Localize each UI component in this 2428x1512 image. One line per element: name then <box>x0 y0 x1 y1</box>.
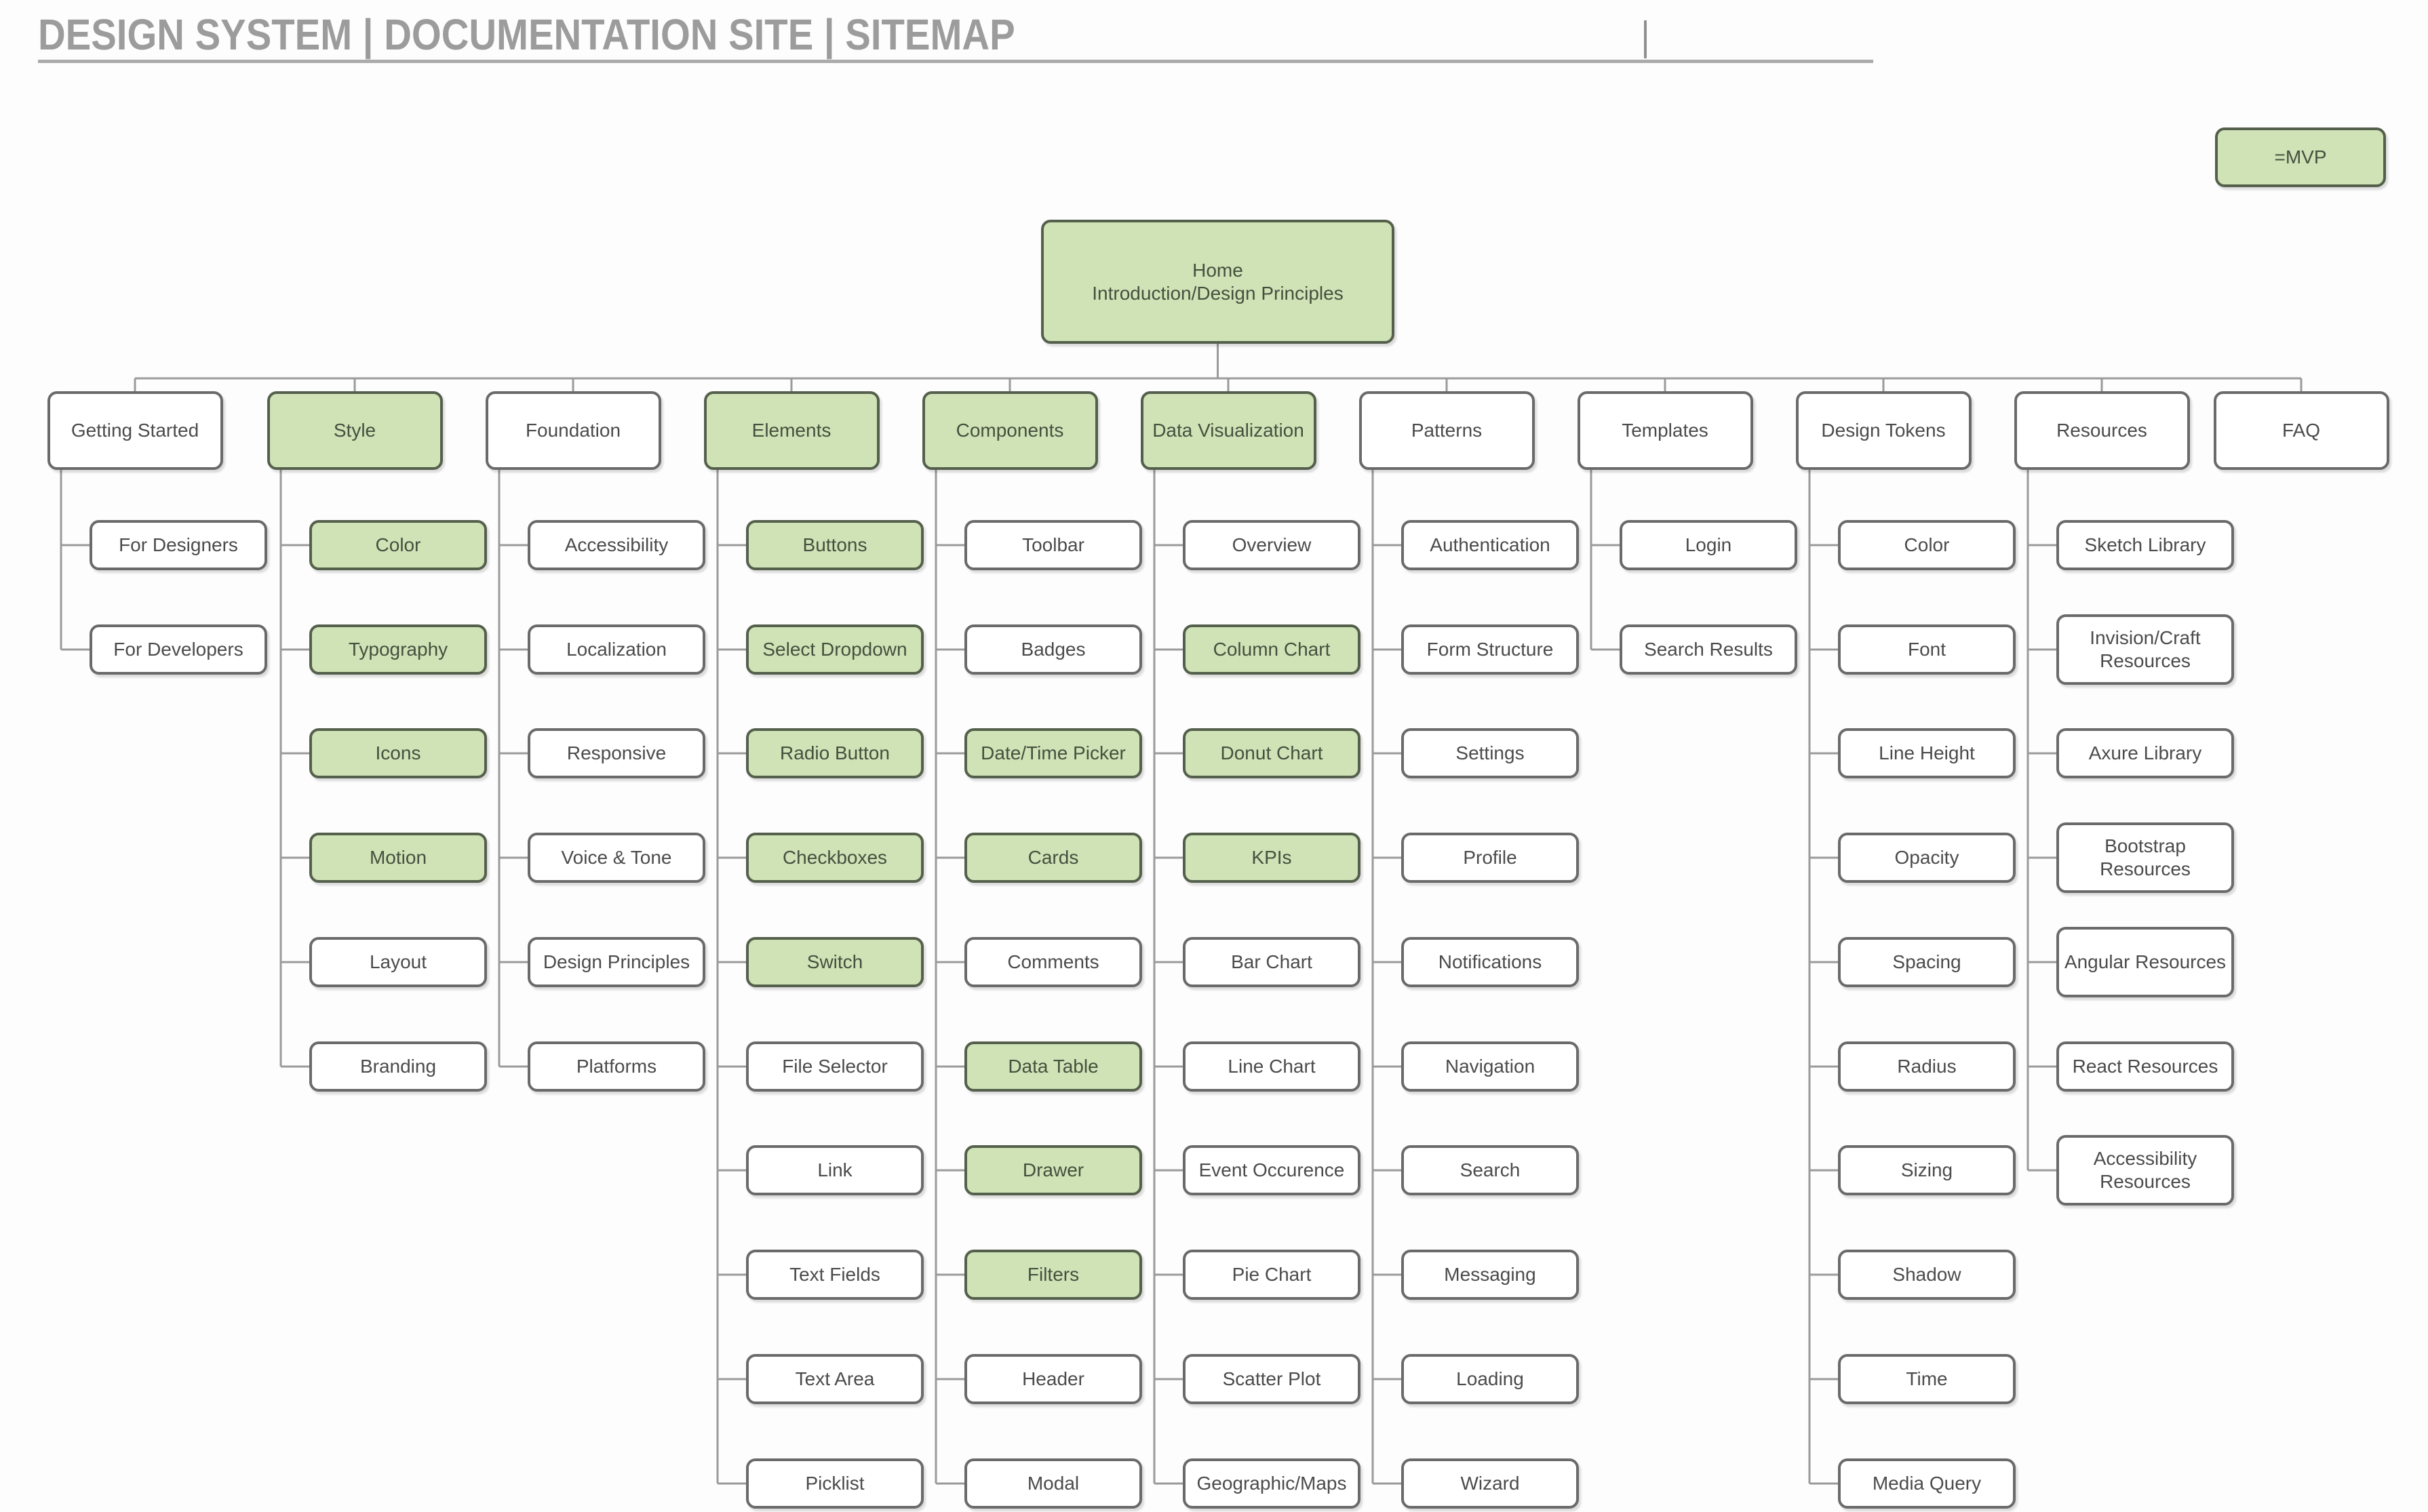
node-line-height[interactable]: Line Height <box>1838 728 2016 778</box>
node-radius[interactable]: Radius <box>1838 1041 2016 1092</box>
node-picklist[interactable]: Picklist <box>746 1458 924 1509</box>
node-sketch-library[interactable]: Sketch Library <box>2056 520 2234 570</box>
node-for-designers[interactable]: For Designers <box>90 520 267 570</box>
node-switch[interactable]: Switch <box>746 937 924 987</box>
node-layout[interactable]: Layout <box>309 937 487 987</box>
node-checkboxes[interactable]: Checkboxes <box>746 833 924 883</box>
node-form-structure[interactable]: Form Structure <box>1401 624 1579 675</box>
node-drawer[interactable]: Drawer <box>964 1145 1142 1195</box>
node-column-chart[interactable]: Column Chart <box>1183 624 1360 675</box>
node-opacity[interactable]: Opacity <box>1838 833 2016 883</box>
legend-mvp-key[interactable]: =MVP <box>2215 127 2386 187</box>
node-wizard[interactable]: Wizard <box>1401 1458 1579 1509</box>
node-search-results[interactable]: Search Results <box>1620 624 1797 675</box>
node-line-chart[interactable]: Line Chart <box>1183 1041 1360 1092</box>
text-cursor-artifact <box>1644 20 1647 58</box>
node-navigation[interactable]: Navigation <box>1401 1041 1579 1092</box>
node-angular-resources[interactable]: Angular Resources <box>2056 927 2234 997</box>
node-badges[interactable]: Badges <box>964 624 1142 675</box>
node-getting-started[interactable]: Getting Started <box>47 391 223 470</box>
node-donut-chart[interactable]: Donut Chart <box>1183 728 1360 778</box>
node-components[interactable]: Components <box>922 391 1098 470</box>
node-media-query[interactable]: Media Query <box>1838 1458 2016 1509</box>
node-localization[interactable]: Localization <box>528 624 705 675</box>
node-color[interactable]: Color <box>309 520 487 570</box>
title-underline <box>38 60 1873 63</box>
node-kpis[interactable]: KPIs <box>1183 833 1360 883</box>
node-bar-chart[interactable]: Bar Chart <box>1183 937 1360 987</box>
node-label-line: Introduction/Design Principles <box>1092 282 1344 304</box>
node-elements[interactable]: Elements <box>703 391 880 470</box>
node-messaging[interactable]: Messaging <box>1401 1250 1579 1300</box>
node-for-developers[interactable]: For Developers <box>90 624 267 675</box>
node-motion[interactable]: Motion <box>309 833 487 883</box>
node-text-area[interactable]: Text Area <box>746 1354 924 1404</box>
node-text-fields[interactable]: Text Fields <box>746 1250 924 1300</box>
node-profile[interactable]: Profile <box>1401 833 1579 883</box>
node-platforms[interactable]: Platforms <box>528 1041 705 1092</box>
node-resources[interactable]: Resources <box>2014 391 2190 470</box>
node-link[interactable]: Link <box>746 1145 924 1195</box>
node-data-visualization[interactable]: Data Visualization <box>1140 391 1316 470</box>
node-loading[interactable]: Loading <box>1401 1354 1579 1404</box>
node-design-principles[interactable]: Design Principles <box>528 937 705 987</box>
node-accessibility[interactable]: Accessibility <box>528 520 705 570</box>
node-header[interactable]: Header <box>964 1354 1142 1404</box>
node-faq[interactable]: FAQ <box>2213 391 2389 470</box>
node-radio-button[interactable]: Radio Button <box>746 728 924 778</box>
node-pie-chart[interactable]: Pie Chart <box>1183 1250 1360 1300</box>
node-cards[interactable]: Cards <box>964 833 1142 883</box>
node-search[interactable]: Search <box>1401 1145 1579 1195</box>
node-font[interactable]: Font <box>1838 624 2016 675</box>
node-accessibility-resources[interactable]: Accessibility Resources <box>2056 1135 2234 1206</box>
node-typography[interactable]: Typography <box>309 624 487 675</box>
node-color[interactable]: Color <box>1838 520 2016 570</box>
node-label-line: Home <box>1192 259 1243 281</box>
node-geographic-maps[interactable]: Geographic/Maps <box>1183 1458 1360 1509</box>
node-data-table[interactable]: Data Table <box>964 1041 1142 1092</box>
node-event-occurence[interactable]: Event Occurence <box>1183 1145 1360 1195</box>
node-notifications[interactable]: Notifications <box>1401 937 1579 987</box>
node-templates[interactable]: Templates <box>1577 391 1753 470</box>
node-filters[interactable]: Filters <box>964 1250 1142 1300</box>
node-shadow[interactable]: Shadow <box>1838 1250 2016 1300</box>
node-select-dropdown[interactable]: Select Dropdown <box>746 624 924 675</box>
node-sizing[interactable]: Sizing <box>1838 1145 2016 1195</box>
node-scatter-plot[interactable]: Scatter Plot <box>1183 1354 1360 1404</box>
node-branding[interactable]: Branding <box>309 1041 487 1092</box>
node-modal[interactable]: Modal <box>964 1458 1142 1509</box>
node-buttons[interactable]: Buttons <box>746 520 924 570</box>
node-spacing[interactable]: Spacing <box>1838 937 2016 987</box>
node-time[interactable]: Time <box>1838 1354 2016 1404</box>
node-settings[interactable]: Settings <box>1401 728 1579 778</box>
node-authentication[interactable]: Authentication <box>1401 520 1579 570</box>
node-design-tokens[interactable]: Design Tokens <box>1795 391 1972 470</box>
node-responsive[interactable]: Responsive <box>528 728 705 778</box>
node-bootstrap-resources[interactable]: Bootstrap Resources <box>2056 822 2234 893</box>
node-toolbar[interactable]: Toolbar <box>964 520 1142 570</box>
node-axure-library[interactable]: Axure Library <box>2056 728 2234 778</box>
node-file-selector[interactable]: File Selector <box>746 1041 924 1092</box>
node-date-time-picker[interactable]: Date/Time Picker <box>964 728 1142 778</box>
node-patterns[interactable]: Patterns <box>1358 391 1535 470</box>
node-comments[interactable]: Comments <box>964 937 1142 987</box>
node-login[interactable]: Login <box>1620 520 1797 570</box>
page-title: DESIGN SYSTEM | DOCUMENTATION SITE | SIT… <box>38 10 1015 59</box>
node-overview[interactable]: Overview <box>1183 520 1360 570</box>
node-style[interactable]: Style <box>267 391 443 470</box>
node-foundation[interactable]: Foundation <box>485 391 661 470</box>
node-react-resources[interactable]: React Resources <box>2056 1041 2234 1092</box>
node-icons[interactable]: Icons <box>309 728 487 778</box>
node-invision-craft-resources[interactable]: Invision/Craft Resources <box>2056 614 2234 685</box>
node-voice-tone[interactable]: Voice & Tone <box>528 833 705 883</box>
